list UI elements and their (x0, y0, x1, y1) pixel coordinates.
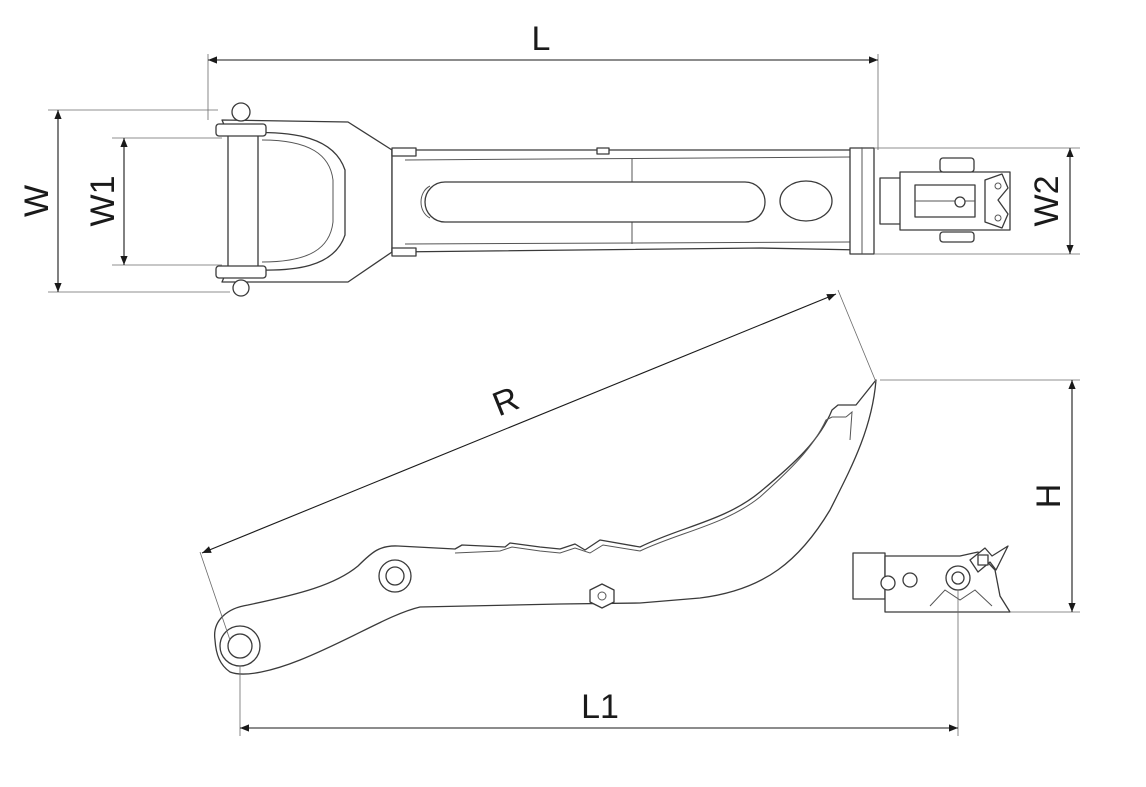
dimension-H: H (880, 379, 1080, 613)
side-view (214, 379, 1011, 675)
cylinder (424, 181, 766, 223)
dimension-label-L: L (532, 20, 551, 58)
end-mechanism (879, 157, 1011, 243)
nut (589, 583, 615, 609)
dimension-L1: L1 (239, 590, 959, 736)
arm-body (214, 379, 877, 675)
end-bracket (852, 545, 1011, 613)
yoke-pin (227, 133, 259, 269)
dimension-L: L (207, 20, 879, 150)
top-view (215, 102, 1011, 297)
oval-hole (779, 180, 833, 222)
dimension-W: W (18, 109, 230, 293)
dimension-label-H: H (1030, 484, 1068, 509)
dimension-label-L1: L1 (581, 688, 619, 726)
dimension-label-R: R (487, 380, 524, 424)
dimension-label-W2: W2 (1028, 176, 1066, 227)
dimension-W2: W2 (874, 147, 1080, 255)
dimension-label-W: W (18, 185, 56, 217)
dimension-label-W1: W1 (84, 176, 122, 227)
dimension-W1: W1 (84, 137, 222, 266)
